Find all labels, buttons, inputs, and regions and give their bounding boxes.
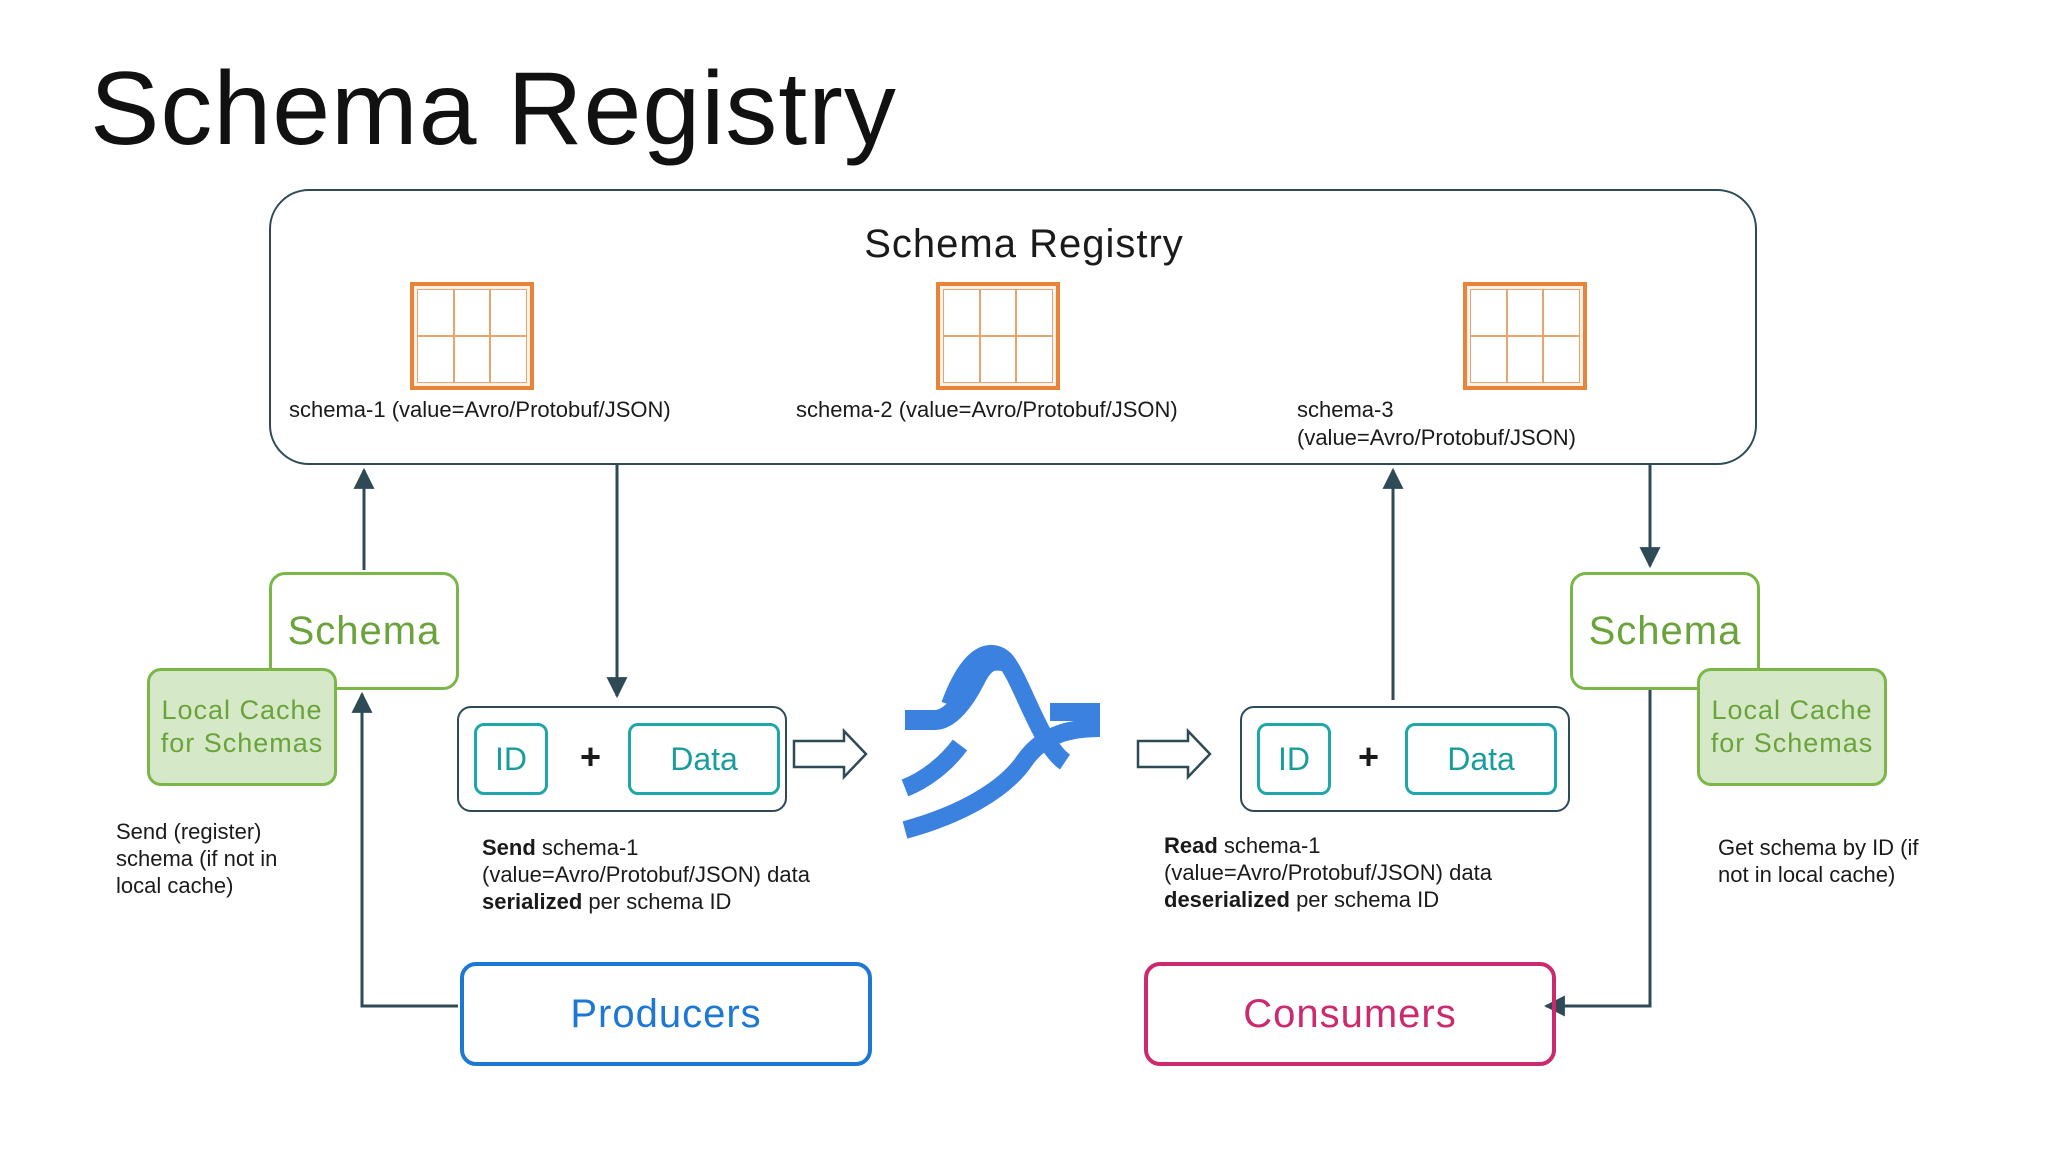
arrow-producers-to-schema — [351, 691, 458, 1008]
desc-text: per schema ID — [1289, 887, 1440, 912]
desc-bold: Send — [482, 835, 536, 860]
producer-message-box — [457, 706, 787, 812]
consumer-note: Get schema by ID (if not in local cache) — [1718, 834, 1919, 888]
producers-label: Producers — [570, 991, 762, 1036]
desc-text: schema-1 — [535, 835, 639, 860]
cache-label-line2: for Schemas — [160, 728, 324, 758]
desc-text: schema-1 — [1217, 833, 1321, 858]
cache-label-line1: Local Cache — [161, 695, 323, 725]
producer-note: Send (register) schema (if not in local … — [116, 818, 277, 899]
desc-bold: deserialized — [1164, 887, 1290, 912]
cache-label-line1: Local Cache — [1711, 695, 1873, 725]
desc-text: per schema ID — [582, 889, 732, 914]
schema-2-label: schema-2 (value=Avro/Protobuf/JSON) — [796, 397, 1178, 422]
page-title: Schema Registry — [90, 51, 897, 167]
table-icon — [1463, 282, 1587, 390]
desc-bold: serialized — [482, 889, 583, 914]
hollow-right-arrow-icon — [1136, 727, 1212, 781]
schema-label: Schema — [1588, 608, 1742, 653]
desc-bold: Read — [1164, 833, 1218, 858]
desc-text: (value=Avro/Protobuf/JSON) data — [482, 862, 810, 887]
id-label: ID — [1278, 740, 1310, 777]
producer-id-box: ID — [474, 723, 548, 795]
desc-text: (value=Avro/Protobuf/JSON) data — [1164, 860, 1492, 885]
arrow-schema-to-consumers — [1543, 690, 1652, 1017]
consumer-description: Read schema-1 (value=Avro/Protobuf/JSON)… — [1164, 832, 1492, 913]
producer-local-cache-box: Local Cache for Schemas — [147, 668, 337, 786]
consumer-id-box: ID — [1257, 723, 1331, 795]
table-icon — [936, 282, 1060, 390]
registry-title: Schema Registry — [864, 222, 1184, 266]
producer-description: Send schema-1 (value=Avro/Protobuf/JSON)… — [482, 834, 810, 915]
consumer-local-cache-box: Local Cache for Schemas — [1697, 668, 1887, 786]
producers-box: Producers — [460, 962, 872, 1066]
cache-label-line2: for Schemas — [1710, 728, 1874, 758]
kafka-logo-icon — [901, 644, 1101, 839]
schema-label: Schema — [287, 608, 441, 653]
note-line: schema (if not in — [116, 846, 278, 871]
hollow-right-arrow-icon — [792, 727, 868, 781]
producer-data-box: Data — [628, 723, 780, 795]
table-icon — [410, 282, 534, 390]
plus-sign: + — [1358, 736, 1380, 777]
consumers-label: Consumers — [1243, 991, 1457, 1036]
id-label: ID — [495, 740, 527, 777]
schema-3-label-line2: (value=Avro/Protobuf/JSON) — [1297, 425, 1576, 450]
note-line: Send (register) — [116, 819, 262, 844]
plus-sign: + — [580, 736, 602, 777]
schema-registry-box — [269, 189, 1757, 465]
consumers-box: Consumers — [1144, 962, 1556, 1066]
note-line: Get schema by ID (if — [1718, 835, 1919, 860]
data-label: Data — [670, 740, 738, 777]
consumer-message-box — [1240, 706, 1570, 812]
schema-1-label: schema-1 (value=Avro/Protobuf/JSON) — [289, 397, 671, 422]
note-line: not in local cache) — [1718, 862, 1896, 887]
schema-3-label-line1: schema-3 — [1297, 397, 1394, 422]
data-label: Data — [1447, 740, 1515, 777]
consumer-data-box: Data — [1405, 723, 1557, 795]
note-line: local cache) — [116, 873, 234, 898]
producer-schema-box: Schema — [269, 572, 459, 690]
